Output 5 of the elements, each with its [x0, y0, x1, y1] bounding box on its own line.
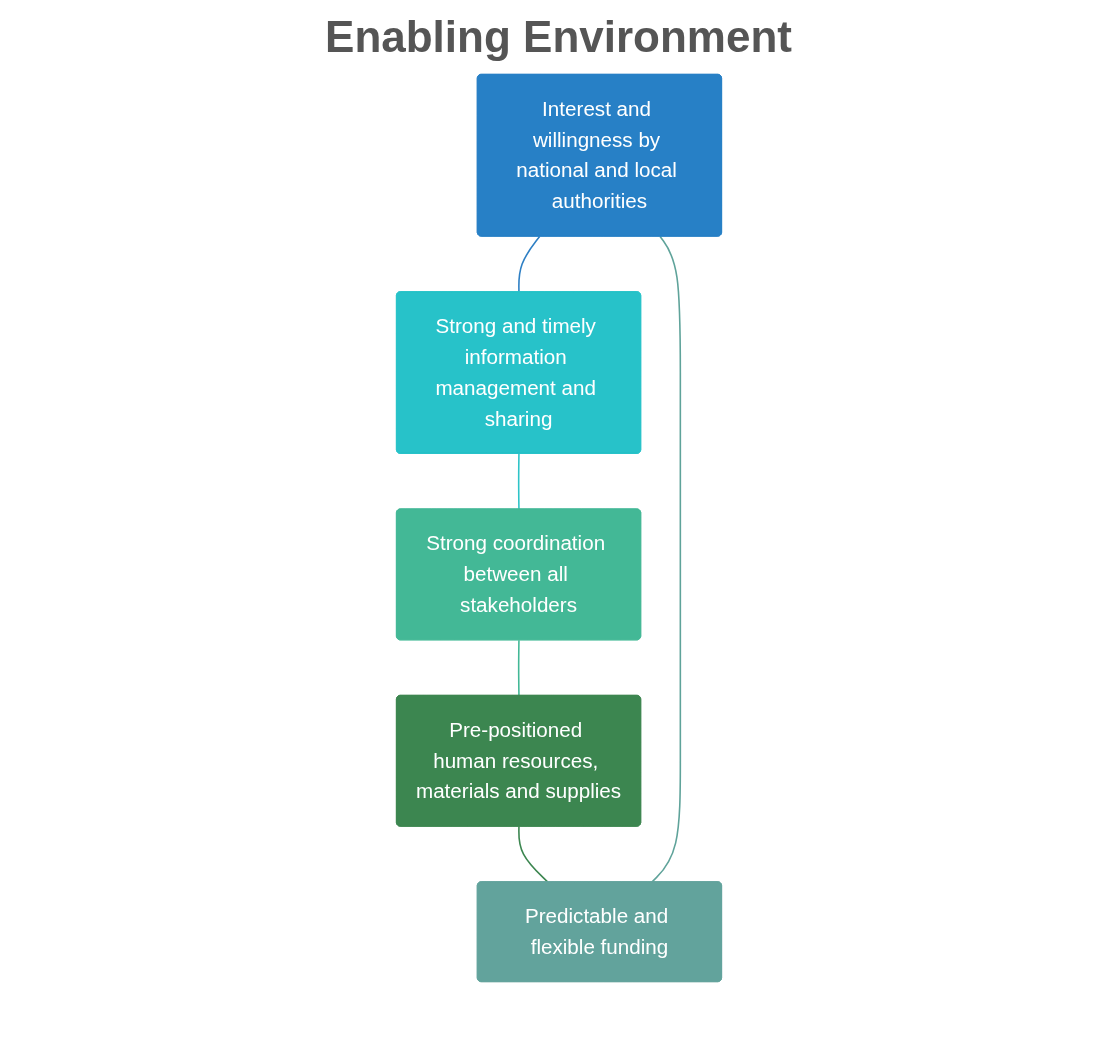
- connector: [650, 235, 681, 883]
- diagram-title: Enabling Environment: [324, 12, 793, 62]
- connector: [517, 235, 540, 293]
- connector: [517, 639, 520, 697]
- connector: [517, 825, 549, 883]
